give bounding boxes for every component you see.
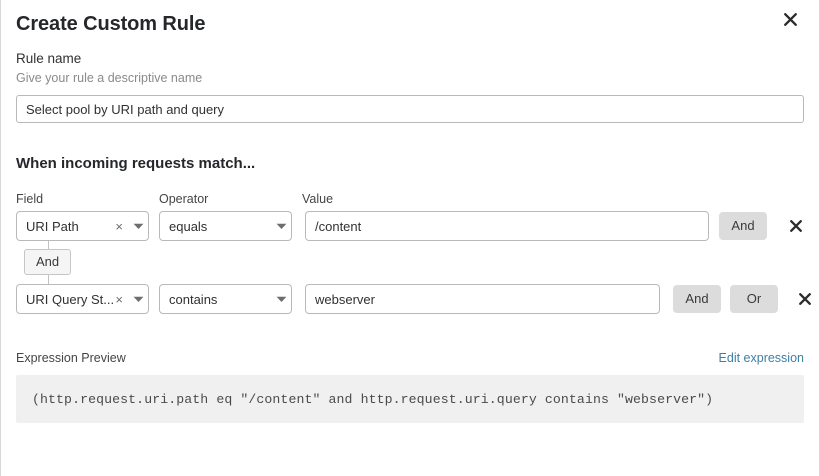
field-select-row2[interactable]: URI Query St... × [16,284,149,314]
column-headers: Field Operator Value [16,191,804,207]
and-button-row1[interactable]: And [719,212,767,240]
connector-line-bottom [48,275,49,284]
operator-select-row2[interactable]: contains [159,284,292,314]
and-button-row2[interactable]: And [673,285,721,313]
close-icon[interactable] [777,6,803,32]
table-row: URI Query St... × contains [16,284,811,314]
chevron-down-icon-glyph [133,296,143,302]
chevron-down-icon[interactable] [271,223,291,230]
operator-select-row2-value: contains [169,291,218,307]
field-select-row1[interactable]: URI Path × [16,211,149,241]
column-header-field: Field [16,192,44,206]
dialog-header: Create Custom Rule [16,0,804,44]
chevron-down-icon-glyph [276,296,286,302]
rule-rows: URI Path × equals And [16,211,811,314]
chevron-down-icon[interactable] [271,296,291,303]
expression-preview-header: Expression Preview Edit expression [16,350,804,367]
rule-name-label: Rule name [16,51,82,66]
column-header-operator: Operator [159,192,209,206]
rule-name-help: Give your rule a descriptive name [16,71,203,85]
dialog-title: Create Custom Rule [16,13,206,35]
value-input-row1[interactable] [305,211,709,241]
match-section-heading: When incoming requests match... [16,155,256,172]
expression-preview-code: (http.request.uri.path eq "/content" and… [32,391,714,407]
remove-condition-row2[interactable] [798,287,812,311]
clear-icon[interactable]: × [115,291,123,307]
or-button-row2[interactable]: Or [730,285,778,313]
clear-icon[interactable]: × [115,218,123,234]
chevron-down-icon[interactable] [128,296,148,303]
field-select-row1-value: URI Path [26,218,79,234]
field-select-row2-value: URI Query St... [26,291,114,307]
condition-connector: And [16,241,149,284]
close-icon-glyph [789,220,802,232]
chevron-down-icon[interactable] [128,223,148,230]
edit-expression-link[interactable]: Edit expression [718,351,804,365]
rule-name-section: Rule name Give your rule a descriptive n… [16,50,804,123]
connector-and-badge[interactable]: And [24,249,72,275]
column-header-value: Value [302,192,334,206]
chevron-down-icon-glyph [276,223,286,229]
remove-condition-row1[interactable] [787,214,804,238]
table-row: URI Path × equals And [16,211,804,241]
close-icon-glyph [799,293,811,305]
value-input-row2[interactable] [305,284,660,314]
expression-preview-box: (http.request.uri.path eq "/content" and… [16,375,804,423]
operator-select-row1-value: equals [169,218,208,234]
expression-preview-title: Expression Preview [16,351,126,365]
expression-preview-section: Expression Preview Edit expression (http… [16,350,804,423]
connector-line-top [48,241,49,250]
rule-name-input[interactable] [16,95,804,123]
chevron-down-icon-glyph [133,223,143,229]
operator-select-row1[interactable]: equals [159,211,292,241]
close-icon-glyph [783,12,797,26]
